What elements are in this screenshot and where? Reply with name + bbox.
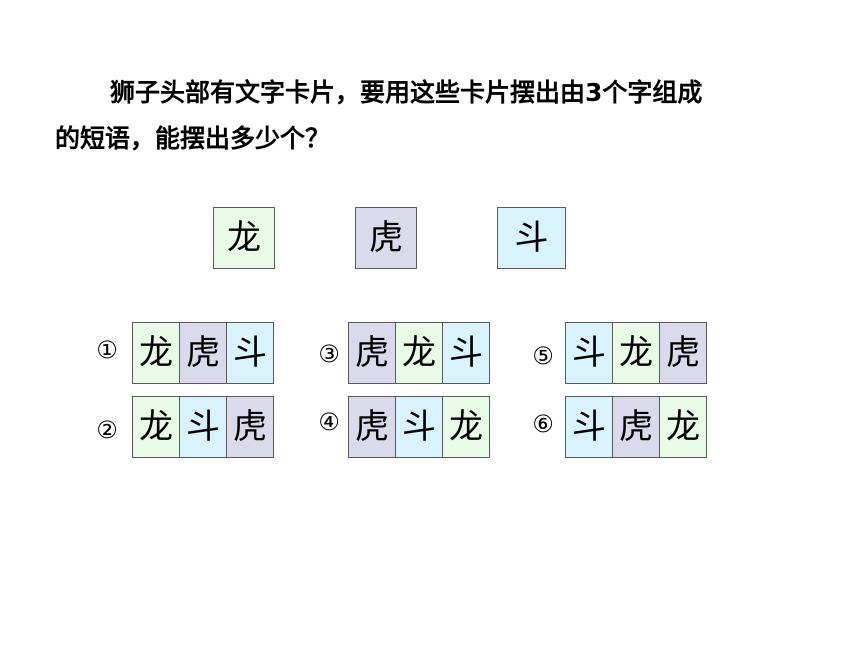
arrangement-5: 斗 龙 虎: [565, 322, 707, 384]
arrangement-number-1: ①: [96, 336, 118, 364]
question-text: 狮子头部有文字卡片，要用这些卡片摆出由3个字组成 的短语，能摆出多少个？: [55, 70, 815, 162]
arrangement-cell: 斗: [395, 396, 443, 458]
arrangement-number-3: ③: [318, 340, 340, 368]
arrangement-cell: 龙: [395, 322, 443, 384]
arrangement-cell: 斗: [442, 322, 490, 384]
arrangement-cell: 龙: [659, 396, 707, 458]
card-hu: 虎: [355, 207, 417, 269]
arrangement-cell: 龙: [442, 396, 490, 458]
arrangement-2: 龙 斗 虎: [132, 396, 274, 458]
arrangement-cell: 斗: [226, 322, 274, 384]
arrangement-cell: 虎: [179, 322, 227, 384]
arrangement-cell: 龙: [612, 322, 660, 384]
arrangement-1: 龙 虎 斗: [132, 322, 274, 384]
arrangement-cell: 虎: [612, 396, 660, 458]
arrangement-cell: 斗: [565, 396, 613, 458]
arrangement-4: 虎 斗 龙: [348, 396, 490, 458]
arrangement-cell: 虎: [659, 322, 707, 384]
card-long: 龙: [213, 207, 275, 269]
card-dou: 斗: [497, 207, 566, 269]
arrangement-cell: 龙: [132, 322, 180, 384]
arrangement-cell: 虎: [226, 396, 274, 458]
question-line-1: 狮子头部有文字卡片，要用这些卡片摆出由3个字组成: [110, 78, 703, 107]
arrangement-cell: 龙: [132, 396, 180, 458]
arrangement-cell: 斗: [179, 396, 227, 458]
arrangement-cell: 虎: [348, 322, 396, 384]
arrangement-3: 虎 龙 斗: [348, 322, 490, 384]
question-line-2: 的短语，能摆出多少个？: [55, 124, 331, 153]
arrangement-number-5: ⑤: [532, 342, 554, 370]
arrangement-number-6: ⑥: [532, 410, 554, 438]
arrangement-number-2: ②: [96, 416, 118, 444]
arrangement-6: 斗 虎 龙: [565, 396, 707, 458]
arrangement-cell: 斗: [565, 322, 613, 384]
arrangement-number-4: ④: [318, 408, 340, 436]
arrangement-cell: 虎: [348, 396, 396, 458]
